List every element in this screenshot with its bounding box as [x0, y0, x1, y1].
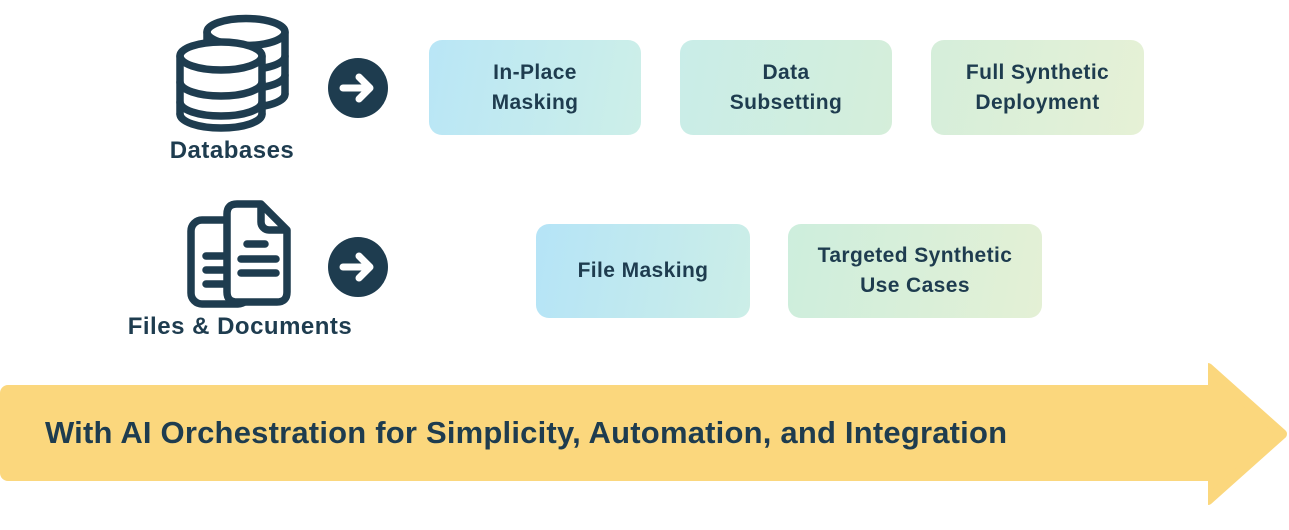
- pipeline-box-file-masking: File Masking: [536, 224, 750, 318]
- pipeline-box-in-place-masking: In-Place Masking: [429, 40, 641, 135]
- box-label-line: Masking: [491, 90, 579, 114]
- box-label-line: Deployment: [975, 90, 1100, 114]
- databases-label: Databases: [169, 137, 295, 164]
- box-label-line: Subsetting: [729, 90, 843, 114]
- box-label-line: Data: [762, 60, 810, 84]
- box-label-line: In-Place: [493, 60, 577, 84]
- flow-arrow-icon: [328, 58, 388, 118]
- box-label-line: Targeted Synthetic: [817, 244, 1013, 268]
- pipeline-box-data-subsetting: Data Subsetting: [680, 40, 892, 135]
- banner-arrowhead-icon: [1208, 362, 1288, 506]
- database-stack-icon: [166, 6, 296, 132]
- box-label-line: Use Cases: [860, 274, 970, 297]
- pipeline-box-targeted-synthetic-use-cases: Targeted Synthetic Use Cases: [788, 224, 1042, 318]
- orchestration-banner: With AI Orchestration for Simplicity, Au…: [0, 385, 1214, 481]
- orchestration-banner-text: With AI Orchestration for Simplicity, Au…: [45, 415, 1008, 450]
- pipeline-box-full-synthetic-deployment: Full Synthetic Deployment: [931, 40, 1144, 135]
- flow-arrow-icon: [328, 237, 388, 297]
- box-label-line: Full Synthetic: [965, 60, 1110, 84]
- files-documents-label: Files & Documents: [127, 313, 353, 340]
- box-label-line: File Masking: [577, 259, 709, 283]
- files-documents-icon: [183, 196, 295, 310]
